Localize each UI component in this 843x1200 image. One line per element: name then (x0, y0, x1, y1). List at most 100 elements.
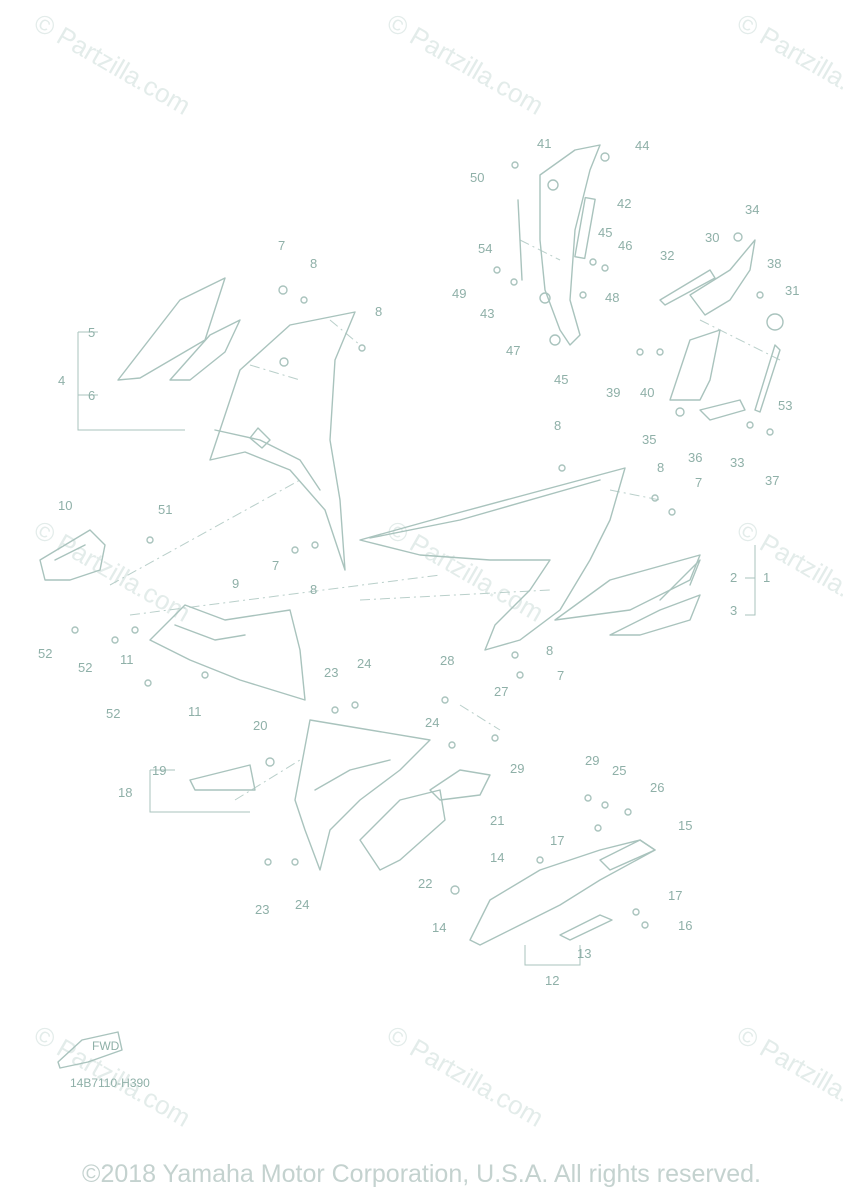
callout-7: 7 (557, 668, 564, 683)
callout-7: 7 (695, 475, 702, 490)
callout-29: 29 (510, 761, 524, 776)
callout-22: 22 (418, 876, 432, 891)
callout-8: 8 (546, 643, 553, 658)
inner-panel-9 (149, 604, 306, 701)
callout-8: 8 (657, 460, 664, 475)
callout-2: 2 (730, 570, 737, 585)
callout-24: 24 (357, 656, 371, 671)
callout-39: 39 (606, 385, 620, 400)
lower-cowling (189, 719, 491, 871)
callout-32: 32 (660, 248, 674, 263)
callout-11: 11 (188, 704, 202, 719)
callout-53: 53 (778, 398, 792, 413)
alignment-lines (109, 239, 781, 801)
callout-47: 47 (506, 343, 520, 358)
callout-51: 51 (158, 502, 172, 517)
strip-42 (574, 196, 596, 260)
meter-panel-41 (539, 144, 601, 346)
callout-34: 34 (745, 202, 759, 217)
callout-46: 46 (618, 238, 632, 253)
callout-52: 52 (38, 646, 52, 661)
callout-38: 38 (767, 256, 781, 271)
callout-30: 30 (705, 230, 719, 245)
callout-25: 25 (612, 763, 626, 778)
callout-labels: 1 2 3 4 5 6 7 7 7 7 8 8 8 8 8 8 9 10 11 … (38, 136, 799, 988)
callout-23: 23 (255, 902, 269, 917)
callout-9: 9 (232, 576, 239, 591)
callout-8: 8 (310, 582, 317, 597)
right-panel-30 (659, 239, 784, 421)
callout-23: 23 (324, 665, 338, 680)
callout-29: 29 (585, 753, 599, 768)
callout-40: 40 (640, 385, 654, 400)
callout-28: 28 (440, 653, 454, 668)
callout-7: 7 (278, 238, 285, 253)
callout-45: 45 (554, 372, 568, 387)
watermark: © Partzilla.com (382, 1019, 549, 1133)
side-decal-2-3 (554, 554, 701, 636)
side-cowling (359, 467, 626, 651)
callout-43: 43 (480, 306, 494, 321)
callout-41: 41 (537, 136, 551, 151)
watermark: © Partzilla.com (29, 7, 196, 121)
bracket-10 (39, 529, 106, 581)
callout-54: 54 (478, 241, 492, 256)
watermark: © Partzilla.com (29, 514, 196, 628)
under-panel-12 (469, 839, 656, 946)
callout-4: 4 (58, 373, 65, 388)
callout-52: 52 (106, 706, 120, 721)
fwd-arrow-icon: FWD (57, 1031, 123, 1069)
watermark: © Partzilla.com (732, 7, 843, 121)
callout-49: 49 (452, 286, 466, 301)
callout-8: 8 (554, 418, 561, 433)
callout-7: 7 (272, 558, 279, 573)
callout-11: 11 (120, 652, 134, 667)
callout-44: 44 (635, 138, 649, 153)
watermark: © Partzilla.com (382, 7, 549, 121)
callout-50: 50 (470, 170, 484, 185)
callout-8: 8 (310, 256, 317, 271)
callout-3: 3 (730, 603, 737, 618)
callout-13: 13 (577, 946, 591, 961)
watermark: © Partzilla.com (732, 514, 843, 628)
callout-33: 33 (730, 455, 744, 470)
callout-16: 16 (678, 918, 692, 933)
callout-14: 14 (490, 850, 504, 865)
fasteners (71, 152, 774, 929)
callout-17: 17 (668, 888, 682, 903)
callout-20: 20 (253, 718, 267, 733)
callout-31: 31 (785, 283, 799, 298)
callout-1: 1 (763, 570, 770, 585)
callout-24: 24 (295, 897, 309, 912)
callout-27: 27 (494, 684, 508, 699)
fwd-label: FWD (92, 1039, 120, 1053)
strip-54 (517, 199, 523, 281)
callout-48: 48 (605, 290, 619, 305)
callout-26: 26 (650, 780, 664, 795)
callout-14: 14 (432, 920, 446, 935)
group-brackets (77, 331, 756, 966)
diagram-code: 14B7110-H390 (70, 1076, 150, 1090)
watermark: © Partzilla.com (732, 1019, 843, 1133)
callout-18: 18 (118, 785, 132, 800)
callout-21: 21 (490, 813, 504, 828)
callout-5: 5 (88, 325, 95, 340)
callout-37: 37 (765, 473, 779, 488)
callout-8: 8 (375, 304, 382, 319)
callout-15: 15 (678, 818, 692, 833)
callout-35: 35 (642, 432, 656, 447)
callout-36: 36 (688, 450, 702, 465)
callout-45: 45 (598, 225, 612, 240)
callout-42: 42 (617, 196, 631, 211)
watermarks: © Partzilla.com © Partzilla.com © Partzi… (29, 7, 843, 1133)
callout-6: 6 (88, 388, 95, 403)
callout-12: 12 (545, 973, 559, 988)
upper-side-decal-4 (117, 277, 241, 381)
callout-24: 24 (425, 715, 439, 730)
copyright-notice: ©2018 Yamaha Motor Corporation, U.S.A. A… (82, 1160, 761, 1188)
front-upper-cowling (209, 311, 356, 571)
callout-10: 10 (58, 498, 72, 513)
callout-17: 17 (550, 833, 564, 848)
callout-52: 52 (78, 660, 92, 675)
